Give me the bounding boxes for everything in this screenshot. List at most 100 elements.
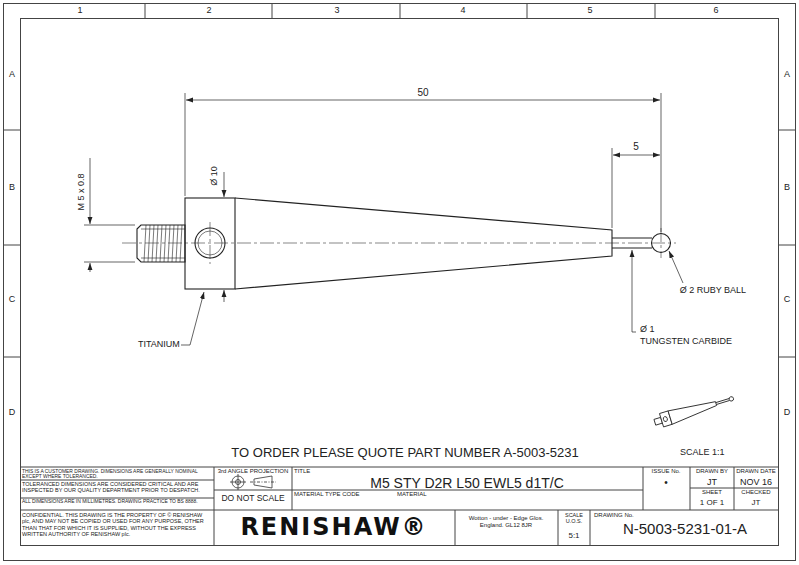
sheet-frame	[145, 4, 655, 18]
title-block-grid	[455, 510, 590, 545]
sheet-frame	[4, 130, 795, 357]
dimension-lines	[186, 100, 660, 101]
title-block-grid	[20, 467, 779, 468]
leader-lines	[181, 292, 204, 345]
zone-letter: B	[784, 182, 790, 192]
dimension-text: M 5 x 0.8	[76, 173, 86, 210]
zone-letter: C	[784, 294, 791, 304]
zone-letter: D	[9, 407, 16, 417]
material-label: TITANIUM	[138, 339, 180, 349]
cell-heading: MATERIAL	[397, 491, 427, 498]
zone-letter: D	[784, 407, 791, 417]
dimension-text: Ø 10	[209, 166, 219, 186]
title-block-grid	[20, 510, 779, 511]
cell-heading: ISSUE No.	[651, 468, 680, 475]
sheet-frame	[21, 19, 779, 546]
confidential-note: CONFIDENTIAL. THIS DRAWING IS THE PROPER…	[22, 512, 212, 537]
dimension-text: 50	[417, 87, 428, 99]
cell-heading: SCALE U.O.S.	[559, 512, 589, 525]
sheet-frame	[4, 4, 796, 561]
dimension-lines	[224, 290, 225, 302]
title-block-grid	[20, 480, 214, 498]
zone-number: 6	[713, 5, 718, 15]
titanium-collar	[185, 198, 235, 289]
cell-heading: TITLE	[294, 468, 310, 475]
centre-lines	[122, 243, 676, 244]
isometric-view	[716, 399, 730, 405]
callout-label: Ø 2 RUBY BALL	[668, 285, 746, 295]
thread-line	[176, 225, 178, 262]
title-block-note: ALL DIMENSIONS ARE IN MILLIMETRES. DRAWI…	[22, 499, 212, 504]
title-block-note: THIS IS A CUSTOMER DRAWING. DIMENSIONS A…	[22, 469, 212, 479]
taper	[235, 198, 612, 289]
dimension-lines	[84, 93, 661, 302]
isometric-view	[663, 416, 668, 422]
projection-symbol	[230, 474, 276, 490]
cell-value: NOV 16	[740, 477, 772, 487]
tungsten-stem	[612, 238, 652, 248]
zone-number: 4	[460, 5, 465, 15]
isometric-view	[729, 396, 734, 401]
zone-number: 2	[206, 5, 211, 15]
zone-letter: B	[9, 182, 15, 192]
dimension-lines	[90, 158, 91, 224]
title-block-note: TOLERANCED DIMENSIONS ARE CONSIDERED CRI…	[22, 481, 212, 494]
cell-heading: DRAWN BY	[696, 468, 728, 475]
dimension-text: 5	[633, 141, 639, 153]
thread-line	[164, 225, 166, 262]
cell-heading: 3rd ANGLE PROJECTION	[218, 468, 289, 475]
cell-value: •	[664, 477, 668, 489]
cell-heading: DRAWING No.	[594, 512, 634, 519]
dimension-lines	[84, 225, 135, 262]
thread-line	[172, 225, 174, 262]
dimension-lines	[90, 263, 91, 272]
drawing-number: N-5003-5231-01-A	[623, 520, 747, 537]
zone-letter: C	[9, 294, 16, 304]
cell-value: DO NOT SCALE	[221, 494, 284, 504]
thread-line	[144, 225, 146, 262]
cell-value: 5:1	[568, 531, 579, 540]
thread-outline	[137, 225, 185, 262]
leader-lines	[632, 250, 633, 321]
callout-label: TUNGSTEN CARBIDE	[640, 336, 732, 346]
screw-thread	[144, 225, 182, 262]
isometric-view	[653, 392, 736, 429]
sheet-frame	[4, 4, 796, 561]
cross-hole	[195, 228, 225, 258]
drawing-title: M5 STY D2R L50 EWL5 d1T/C	[370, 475, 563, 491]
zone-letter: A	[9, 69, 15, 79]
zone-number: 5	[587, 5, 592, 15]
scale-note: SCALE 1:1	[680, 447, 725, 457]
dimension-lines	[612, 148, 613, 228]
cell-value: 1 OF 1	[700, 498, 724, 507]
cell-heading: DRAWN DATE	[736, 468, 776, 475]
cell-heading: MATERIAL TYPE CODE	[294, 491, 360, 498]
projection-symbol	[230, 474, 246, 490]
centre-lines	[661, 228, 662, 258]
zone-number: 3	[334, 5, 339, 15]
leader-lines	[181, 250, 683, 345]
callout-label: Ø 1	[640, 324, 655, 334]
dimension-lines	[185, 93, 661, 232]
projection-symbol	[250, 482, 276, 483]
thread-core	[141, 229, 185, 258]
thread-line	[156, 225, 158, 262]
cell-heading: CHECKED	[741, 489, 770, 496]
cell-value: JT	[752, 498, 761, 507]
cell-heading: SHEET	[702, 489, 722, 496]
title-block-grid	[20, 467, 779, 545]
dimension-lines	[613, 155, 660, 156]
company-address: Wotton - under - Edge Glos. England. GL1…	[461, 515, 551, 529]
thread-line	[168, 225, 170, 262]
thread-line	[152, 225, 154, 262]
thread-line	[148, 225, 150, 262]
thread-line	[160, 225, 162, 262]
order-note: TO ORDER PLEASE QUOTE PART NUMBER A-5003…	[231, 446, 578, 461]
cross-hole-inner	[198, 231, 222, 255]
company-logo: RENISHAW®	[240, 514, 427, 542]
zone-number: 1	[77, 5, 82, 15]
thread-line	[180, 225, 182, 262]
zone-letter: A	[784, 69, 790, 79]
isometric-view	[668, 397, 718, 424]
